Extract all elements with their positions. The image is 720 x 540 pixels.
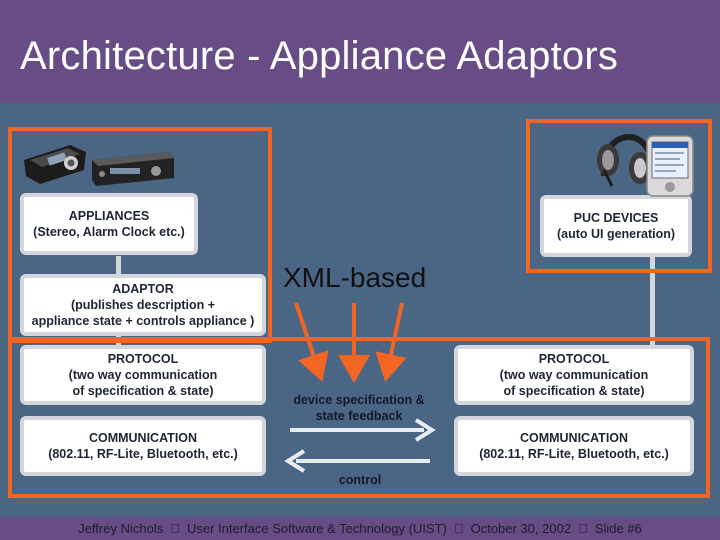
appliances-box: APPLIANCES (Stereo, Alarm Clock etc.) <box>20 193 198 255</box>
pda-icon <box>646 135 694 197</box>
left-communication-desc: (802.11, RF-Lite, Bluetooth, etc.) <box>48 447 238 461</box>
spec-feedback-line2: state feedback <box>315 409 403 423</box>
adaptor-desc-line2: appliance state + controls appliance ) <box>31 314 255 328</box>
footer-separator:  <box>454 521 464 536</box>
left-protocol-desc-line1: (two way communication <box>68 368 218 382</box>
footer-author: Jeffrey Nichols <box>78 521 164 536</box>
footer-venue: User Interface Software & Technology (UI… <box>182 521 447 536</box>
right-connector <box>650 240 655 370</box>
footer-separator:  <box>170 521 180 536</box>
left-protocol-desc-line2: of specification & state) <box>72 384 214 398</box>
title-bar <box>0 0 720 103</box>
appliances-desc: (Stereo, Alarm Clock etc.) <box>33 225 185 239</box>
left-communication-title: COMMUNICATION <box>88 431 198 445</box>
slide-footer: Jeffrey Nichols  User Interface Softwar… <box>0 517 720 540</box>
headset-icon <box>597 134 655 187</box>
control-label: control <box>338 473 382 487</box>
puc-devices-title: PUC DEVICES <box>573 211 659 225</box>
protocol-communication-highlight <box>8 337 710 498</box>
adaptor-title: ADAPTOR <box>112 282 174 296</box>
spec-feedback-arrow <box>290 418 436 442</box>
puc-devices-box: PUC DEVICES (auto UI generation) <box>540 195 692 257</box>
right-communication-title: COMMUNICATION <box>519 431 629 445</box>
footer-separator:  <box>578 521 588 536</box>
slide-title: Architecture - Appliance Adaptors <box>20 34 619 78</box>
right-communication-desc: (802.11, RF-Lite, Bluetooth, etc.) <box>479 447 669 461</box>
control-arrow <box>284 449 430 473</box>
alarm-clock-device-icon <box>24 145 86 184</box>
right-protocol-title: PROTOCOL <box>538 352 610 366</box>
right-communication-box: COMMUNICATION (802.11, RF-Lite, Bluetoot… <box>454 416 694 476</box>
right-protocol-desc-line1: (two way communication <box>499 368 649 382</box>
adaptor-desc-line1: (publishes description + <box>70 298 216 312</box>
spec-feedback-line1: device specification & <box>293 393 425 407</box>
puc-devices-desc: (auto UI generation) <box>556 227 676 241</box>
left-communication-box: COMMUNICATION (802.11, RF-Lite, Bluetoot… <box>20 416 266 476</box>
adaptor-box: ADAPTOR (publishes description + applian… <box>20 274 266 336</box>
left-protocol-box: PROTOCOL (two way communication of speci… <box>20 345 266 405</box>
xml-based-label: XML-based <box>283 262 427 293</box>
puc-devices-highlight <box>526 119 712 273</box>
right-protocol-desc-line2: of specification & state) <box>503 384 645 398</box>
appliances-title: APPLIANCES <box>68 209 150 223</box>
left-protocol-title: PROTOCOL <box>107 352 179 366</box>
stereo-device-icon <box>92 152 174 186</box>
spec-feedback-label: device specification & state feedback <box>287 392 431 424</box>
footer-slide-number: Slide #6 <box>580 521 642 536</box>
right-protocol-box: PROTOCOL (two way communication of speci… <box>454 345 694 405</box>
footer-date: October 30, 2002 <box>460 521 571 536</box>
